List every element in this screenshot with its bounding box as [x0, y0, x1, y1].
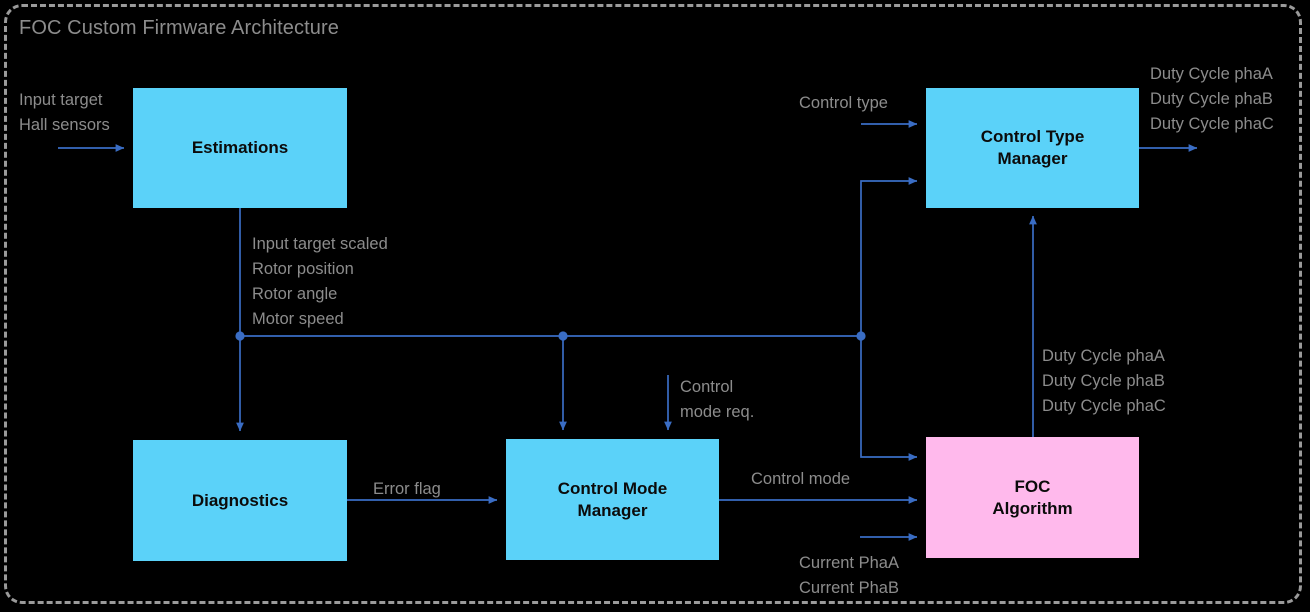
- label-duty-cycle-feedback: Duty Cycle phaA Duty Cycle phaB Duty Cyc…: [1042, 347, 1166, 416]
- wire-bus-to-control-type: [860, 177, 918, 336]
- block-control-type-manager-label: Control Type Manager: [980, 127, 1085, 168]
- label-input-signals: Input target Hall sensors: [19, 91, 110, 135]
- label-control-mode: Control mode: [751, 470, 851, 488]
- block-foc-algorithm-label: FOC Algorithm: [992, 476, 1073, 518]
- wire-bus-to-foc: [860, 336, 918, 461]
- label-control-mode-req: Control mode req.: [680, 378, 755, 422]
- block-control-mode-manager-label: Control Mode Manager: [557, 478, 668, 520]
- junction-dot-estimations: [235, 331, 245, 341]
- junction-dot-right: [856, 331, 866, 341]
- block-foc-algorithm[interactable]: FOC Algorithm: [926, 437, 1139, 558]
- label-control-type-input: Control type: [799, 94, 888, 112]
- label-current-phases: Current PhaA Current PhaB: [799, 554, 899, 598]
- block-diagnostics[interactable]: Diagnostics: [133, 440, 347, 561]
- label-duty-cycle-output: Duty Cycle phaA Duty Cycle phaB Duty Cyc…: [1150, 65, 1274, 134]
- label-error-flag: Error flag: [373, 480, 441, 498]
- block-estimations-label: Estimations: [191, 138, 289, 158]
- block-diagnostics-label: Diagnostics: [191, 490, 289, 510]
- block-control-mode-manager[interactable]: Control Mode Manager: [506, 439, 719, 560]
- block-control-type-manager[interactable]: Control Type Manager: [926, 88, 1139, 208]
- diagram-title: FOC Custom Firmware Architecture: [19, 17, 339, 39]
- junction-dot-control-mode: [558, 331, 568, 341]
- block-estimations[interactable]: Estimations: [133, 88, 347, 208]
- label-estimation-bus: Input target scaled Rotor position Rotor…: [252, 235, 388, 329]
